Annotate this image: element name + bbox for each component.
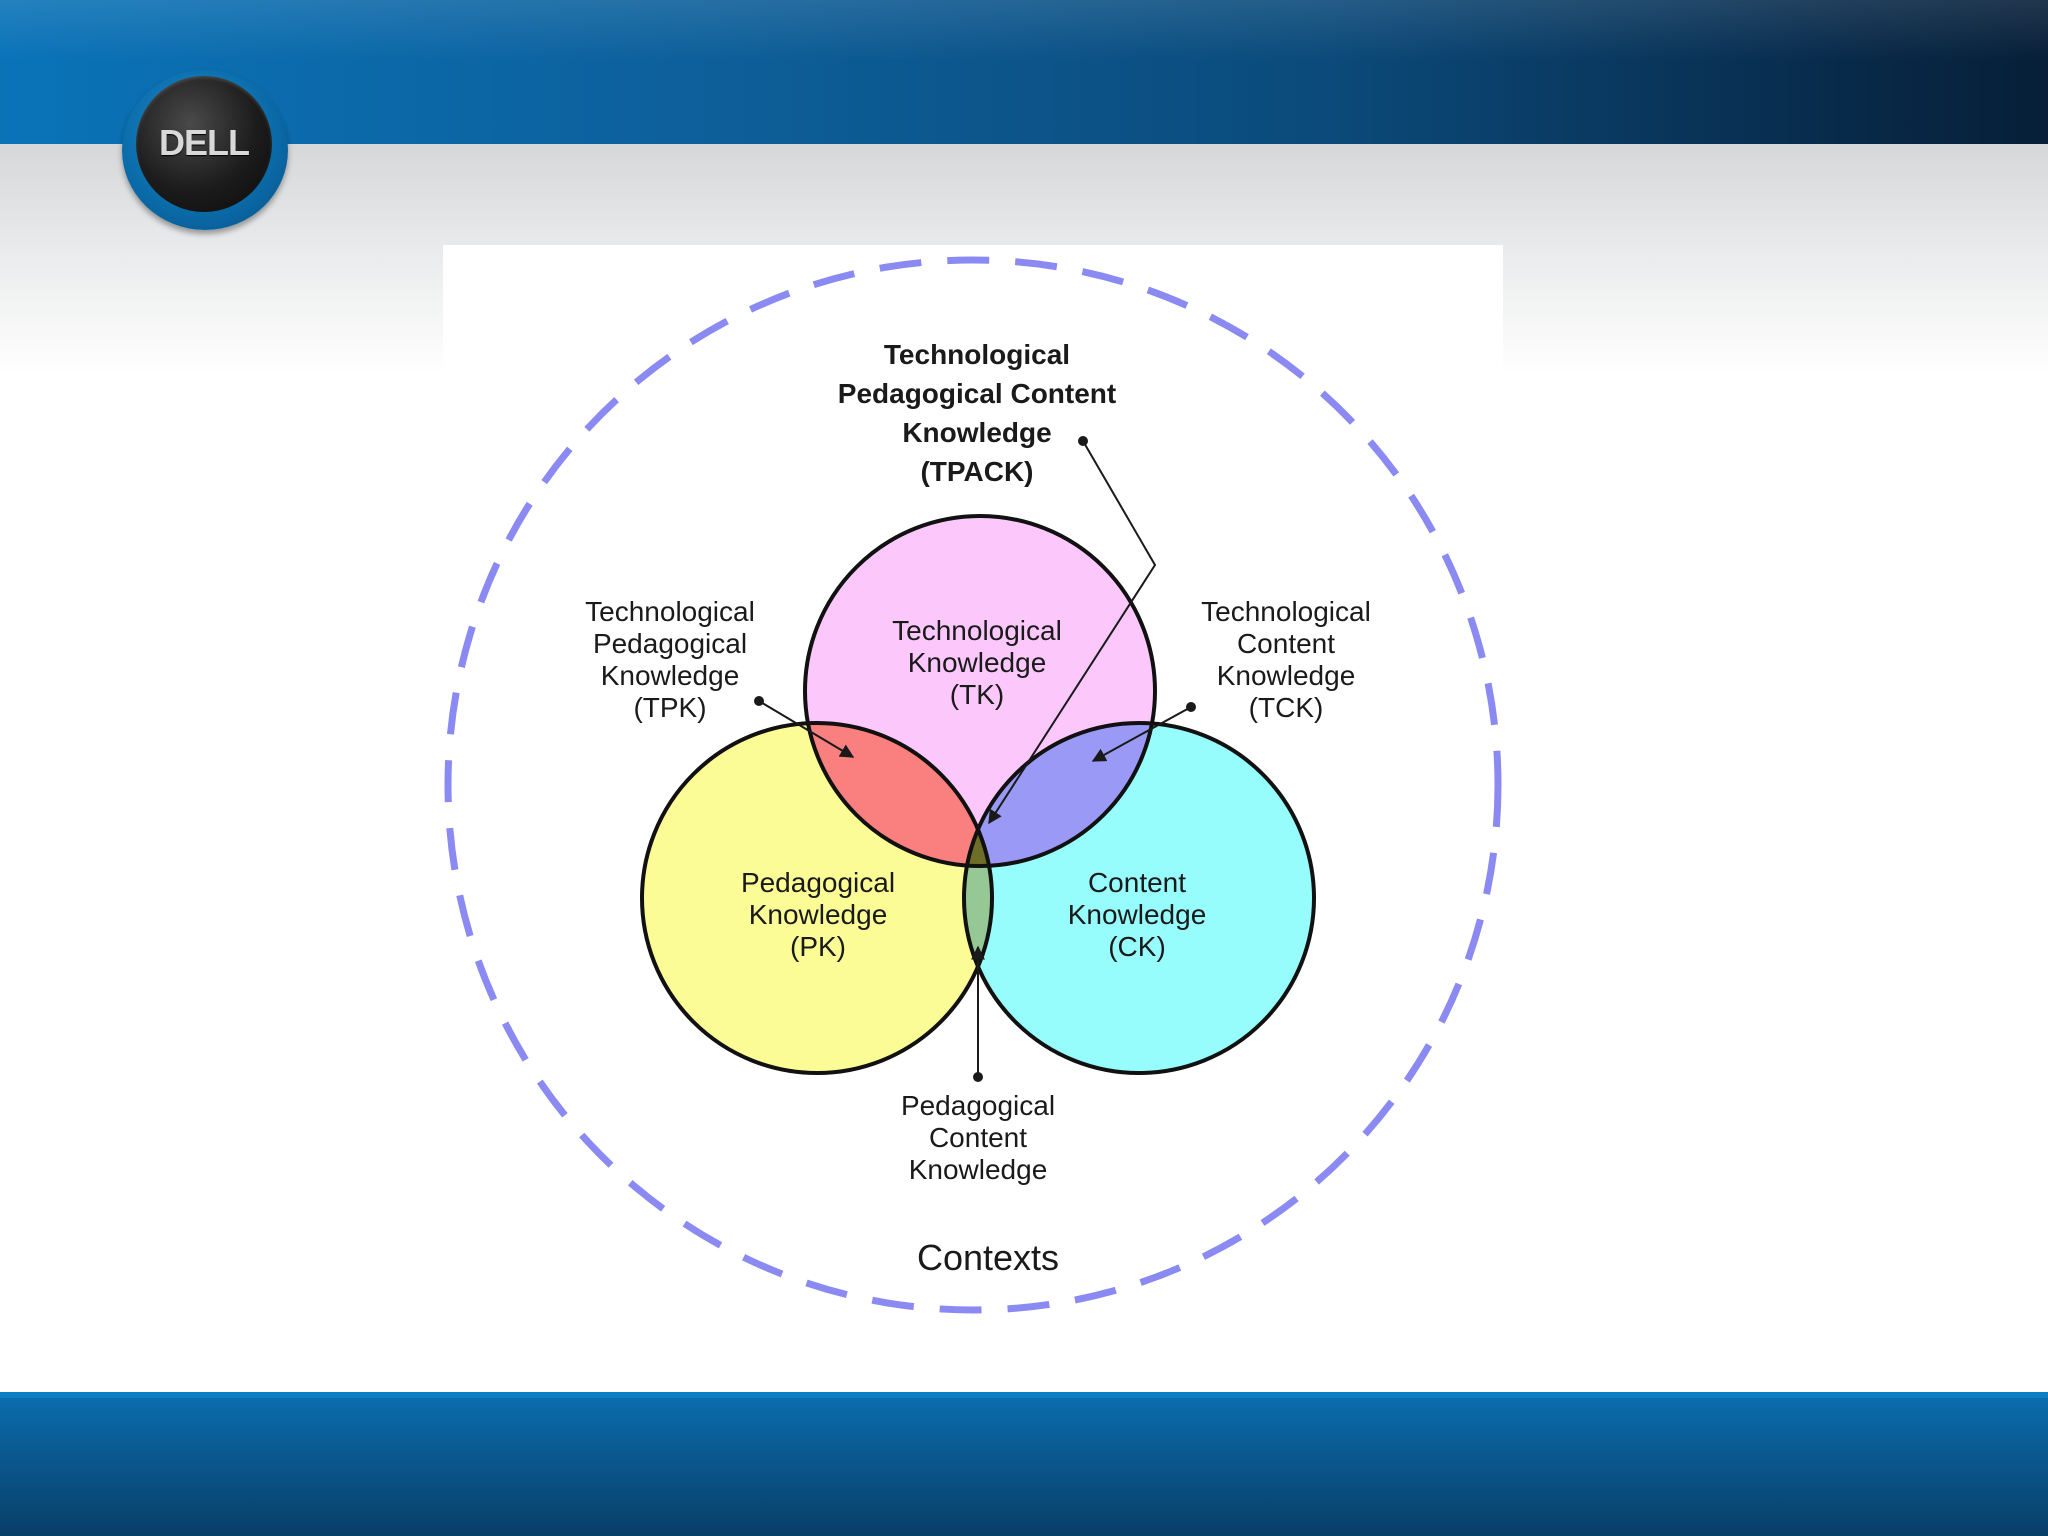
svg-text:(TPK): (TPK) <box>633 692 706 723</box>
contexts-label: Contexts <box>917 1237 1059 1278</box>
tpack-diagram-panel: Technological Pedagogical Content Knowle… <box>443 245 1503 1327</box>
tck-pointer <box>1091 706 1192 762</box>
svg-text:(TCK): (TCK) <box>1249 692 1324 723</box>
svg-text:(PK): (PK) <box>790 931 846 962</box>
svg-text:Technological: Technological <box>892 615 1062 646</box>
svg-text:Knowledge: Knowledge <box>909 1154 1048 1185</box>
svg-text:Content: Content <box>1237 628 1335 659</box>
svg-text:(CK): (CK) <box>1108 931 1166 962</box>
header-bar <box>0 0 2048 144</box>
tck-overlap <box>964 723 1155 866</box>
svg-text:Knowledge: Knowledge <box>749 899 888 930</box>
tpack-diagram: Technological Pedagogical Content Knowle… <box>444 256 1502 1314</box>
pk-label: Pedagogical Knowledge (PK) <box>741 867 895 962</box>
svg-text:Knowledge: Knowledge <box>1217 660 1356 691</box>
tpack-pointer <box>988 440 1157 825</box>
svg-text:Knowledge: Knowledge <box>1068 899 1207 930</box>
svg-text:Knowledge: Knowledge <box>908 647 1047 678</box>
svg-text:Pedagogical: Pedagogical <box>741 867 895 898</box>
tpk-label: Technological Pedagogical Knowledge (TPK… <box>585 596 755 723</box>
dell-logo-disc: DELL <box>136 76 272 212</box>
tk-label: Technological Knowledge (TK) <box>892 615 1062 710</box>
svg-text:(TPACK): (TPACK) <box>920 456 1033 487</box>
dell-logo-text: DELL <box>159 122 250 163</box>
tck-label: Technological Content Knowledge (TCK) <box>1201 596 1371 723</box>
tpk-pointer <box>758 700 855 758</box>
tpack-label: Technological Pedagogical Content Knowle… <box>838 339 1116 487</box>
svg-text:Content: Content <box>1088 867 1186 898</box>
footer-bar <box>0 1392 2048 1536</box>
contexts-ring <box>444 256 1502 1314</box>
ck-label: Content Knowledge (CK) <box>1068 867 1207 962</box>
svg-text:Technological: Technological <box>585 596 755 627</box>
pck-label: Pedagogical Content Knowledge <box>901 1090 1055 1185</box>
svg-text:Pedagogical: Pedagogical <box>593 628 747 659</box>
tpk-overlap <box>805 723 992 866</box>
svg-text:Knowledge: Knowledge <box>902 417 1051 448</box>
svg-text:Technological: Technological <box>884 339 1070 370</box>
svg-text:Technological: Technological <box>1201 596 1371 627</box>
svg-text:Pedagogical Content: Pedagogical Content <box>838 378 1116 409</box>
svg-text:Pedagogical: Pedagogical <box>901 1090 1055 1121</box>
svg-text:Knowledge: Knowledge <box>601 660 740 691</box>
svg-text:(TK): (TK) <box>950 679 1004 710</box>
dell-logo: DELL <box>122 70 288 230</box>
svg-text:Content: Content <box>929 1122 1027 1153</box>
